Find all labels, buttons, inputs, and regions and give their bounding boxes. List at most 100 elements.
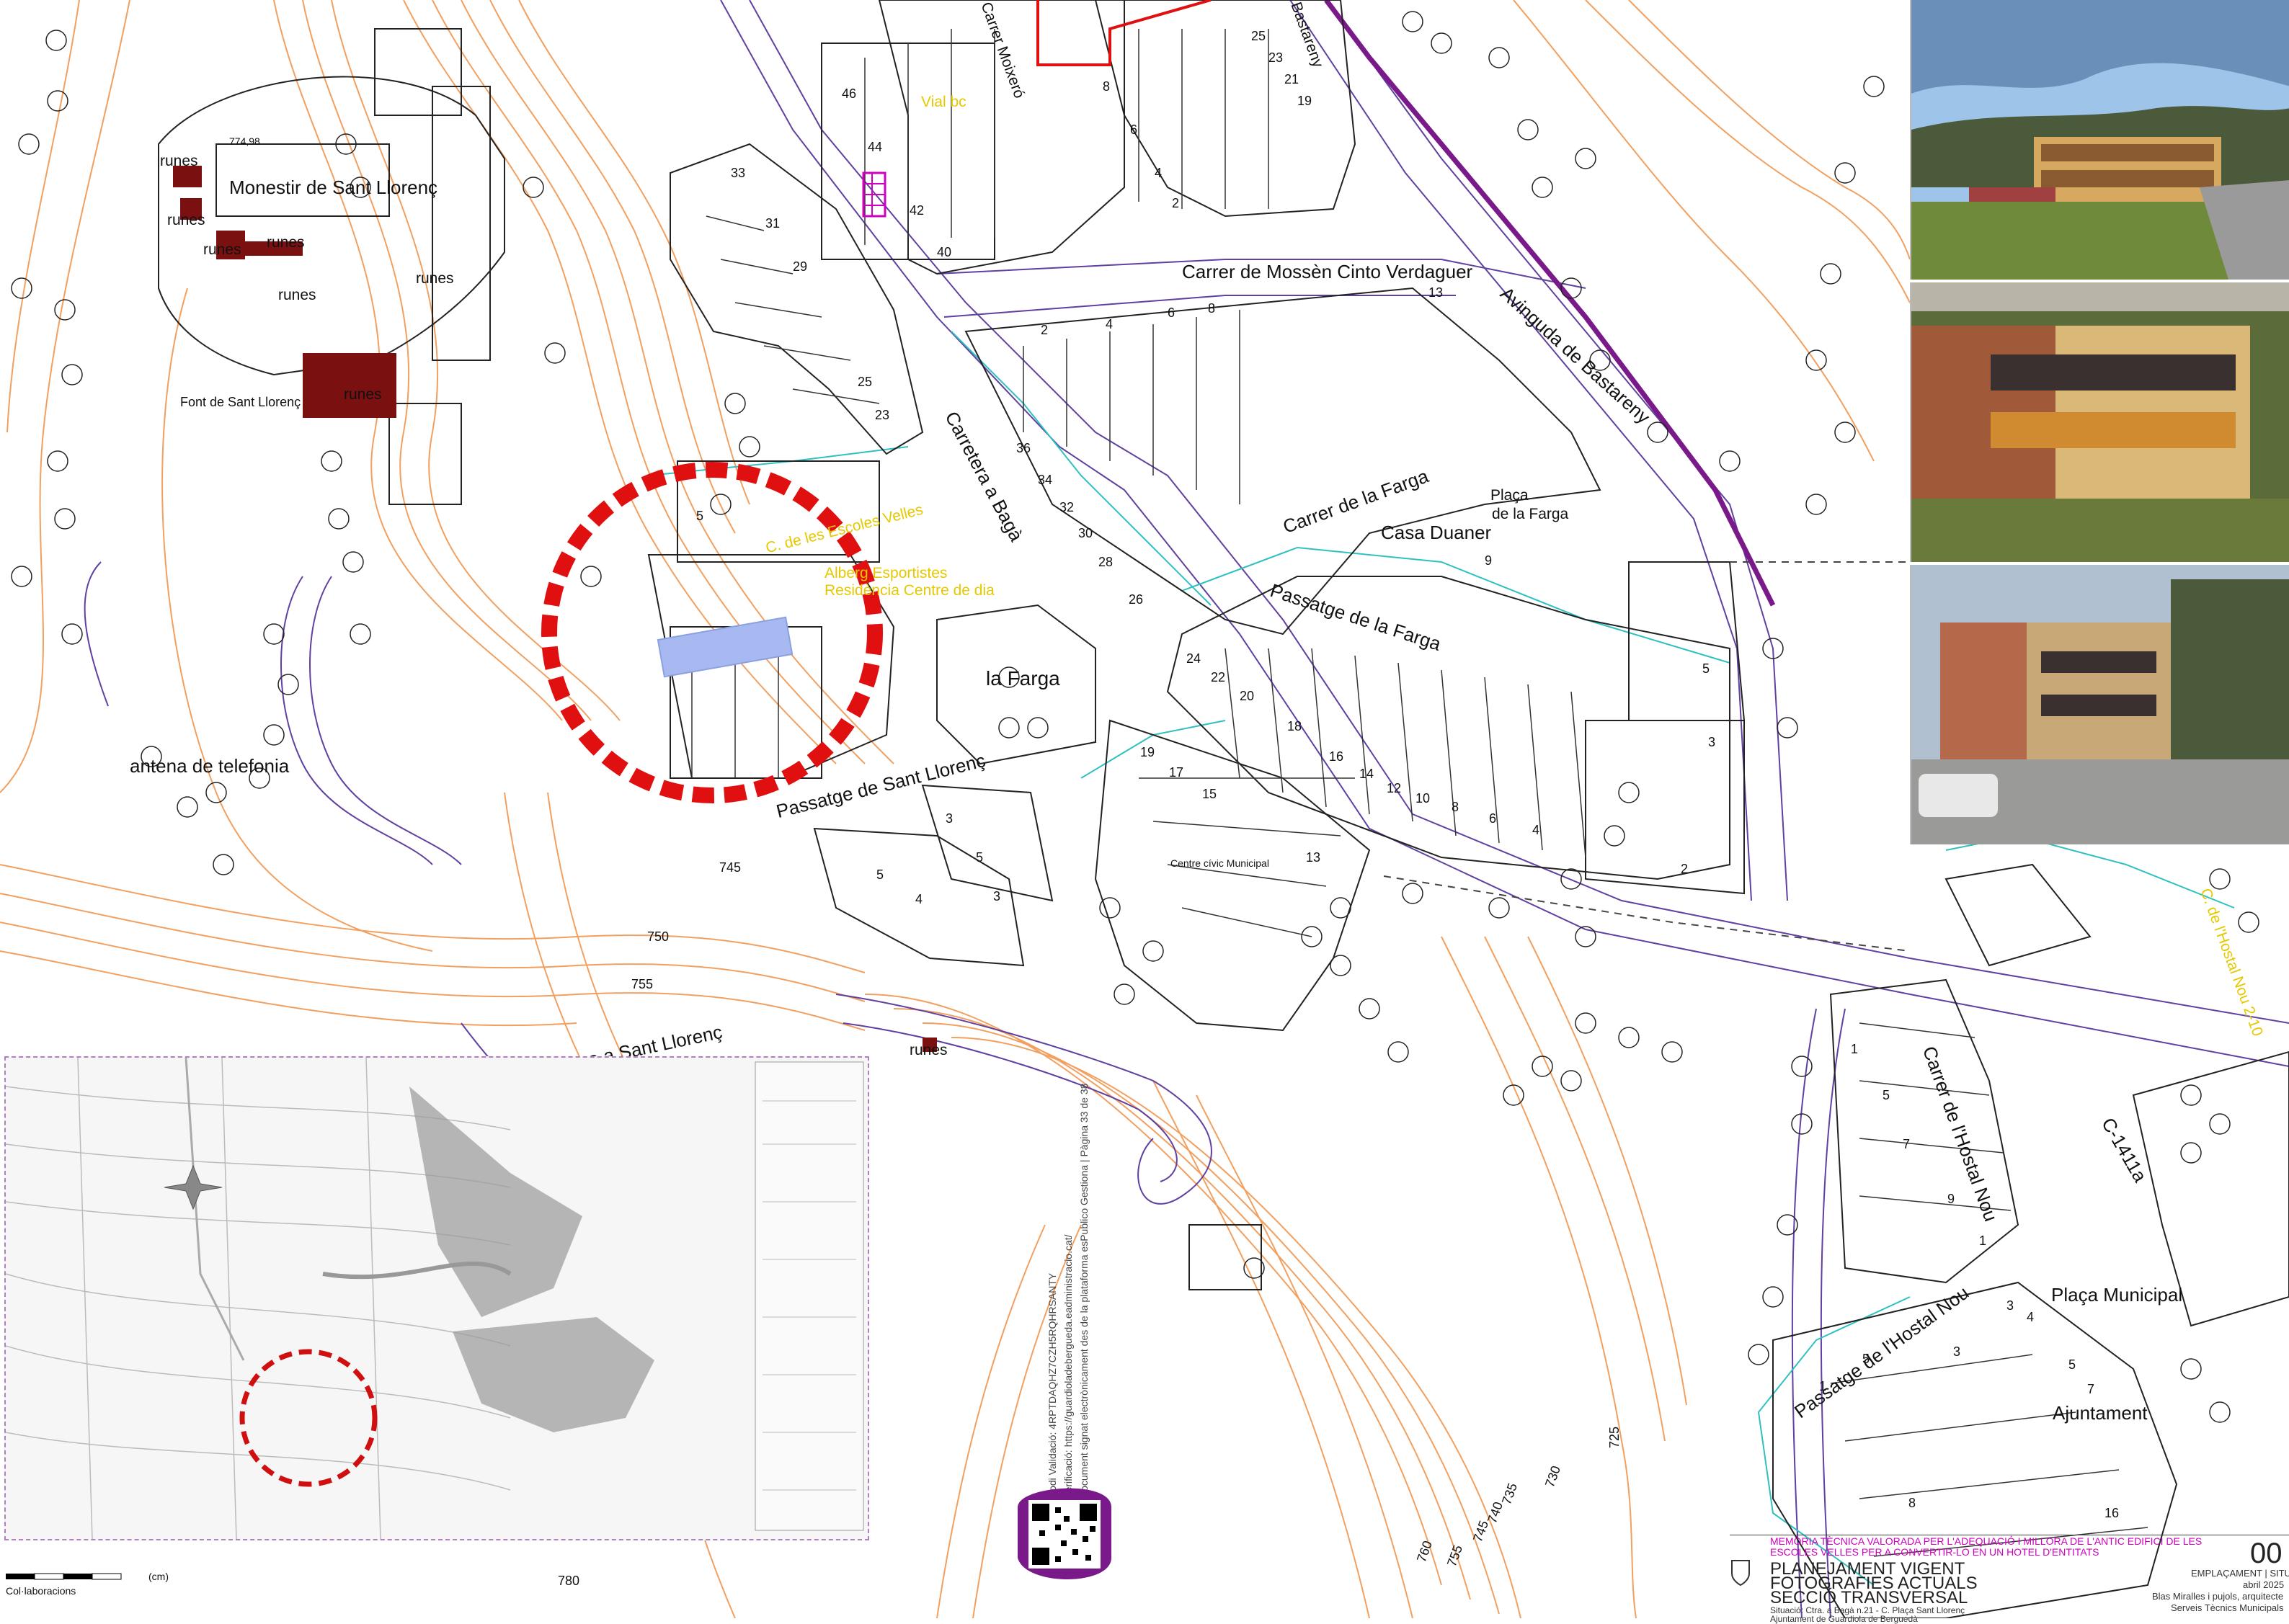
photo-school-rear bbox=[1910, 565, 2289, 844]
label-placa-municipal: Plaça Municipal bbox=[2051, 1284, 2183, 1306]
seccio-title: SECCIÓ TRANSVERSAL bbox=[1770, 1588, 1968, 1607]
house-number: 3 bbox=[1708, 735, 1716, 749]
ajuntament-text: Ajuntament de Guardiola de Berguedà bbox=[1770, 1614, 1918, 1624]
label-centre-civic: Centre cívic Municipal bbox=[1170, 857, 1269, 869]
house-number: 33 bbox=[731, 166, 746, 180]
planejament-title: PLANEJAMENT VIGENT bbox=[1770, 1559, 1965, 1579]
house-number: 25 bbox=[1251, 29, 1266, 43]
label-ruins: runes bbox=[160, 153, 198, 169]
house-number: 8 bbox=[1452, 800, 1459, 814]
house-number: 42 bbox=[910, 203, 925, 218]
house-number: 34 bbox=[1038, 473, 1053, 487]
house-number: 5 bbox=[1702, 661, 1710, 676]
house-number: 22 bbox=[1211, 670, 1226, 684]
bastareny-wall bbox=[1324, 0, 1776, 607]
photo-school-side bbox=[1910, 282, 2289, 562]
house-number: 5 bbox=[696, 509, 704, 523]
house-number: 4 bbox=[1155, 166, 1163, 180]
label-placa-farga: de la Farga bbox=[1492, 506, 1569, 522]
scale-unit: (cm) bbox=[148, 1571, 169, 1582]
label-vial: Vial bc bbox=[921, 94, 966, 110]
label-ruins: runes bbox=[278, 287, 316, 303]
label-ruins: runes bbox=[344, 386, 382, 403]
house-number: 21 bbox=[1284, 72, 1299, 86]
parcel-lines bbox=[691, 29, 2148, 1557]
house-number: 4 bbox=[2027, 1310, 2035, 1324]
house-number: 1 bbox=[1851, 1042, 1859, 1056]
contour-label: 745 bbox=[719, 860, 742, 875]
fotografies-title: FOTOGRAFIES ACTUALS bbox=[1770, 1574, 1978, 1593]
label-casa-duaner: Casa Duaner bbox=[1381, 522, 1492, 543]
emplacament-text: EMPLAÇAMENT | SITUACIÓ bbox=[2191, 1568, 2289, 1579]
house-number: 6 bbox=[1130, 122, 1138, 137]
label-elevation: 774,98 bbox=[229, 135, 260, 147]
situacio-text: Situació: Ctra. a Bagà n.21 - C. Plaça S… bbox=[1770, 1605, 1965, 1615]
municipal-crest-icon bbox=[1731, 1560, 1750, 1587]
label-alberg: Residència Centre de dia bbox=[825, 582, 995, 599]
house-number: 5 bbox=[1883, 1088, 1890, 1102]
house-number: 16 bbox=[2104, 1506, 2120, 1520]
house-number: 19 bbox=[1140, 745, 1155, 759]
house-number: 30 bbox=[1078, 526, 1093, 540]
house-number: 5 bbox=[2068, 1357, 2076, 1372]
house-number: 15 bbox=[1202, 787, 1217, 801]
contour-label: 750 bbox=[647, 929, 670, 944]
house-number: 8 bbox=[1103, 79, 1111, 94]
label-antena: antena de telefonia bbox=[130, 755, 290, 777]
house-number: 2 bbox=[1041, 323, 1049, 337]
label-mossen-cinto: Carrer de Mossèn Cinto Verdaguer bbox=[1182, 261, 1473, 282]
building-blocks bbox=[158, 0, 2289, 1618]
house-number: 29 bbox=[793, 259, 808, 274]
qr-code-badge bbox=[1010, 1478, 1119, 1587]
label-ruins: runes bbox=[910, 1042, 948, 1058]
title-block: MEMÒRIA TÈCNICA VALORADA PER L'ADEQUACIÓ… bbox=[1730, 1535, 2289, 1624]
house-number: 6 bbox=[1168, 305, 1175, 320]
label-ruins: runes bbox=[416, 270, 454, 287]
house-number: 9 bbox=[1485, 553, 1493, 568]
house-number: 28 bbox=[1098, 555, 1114, 569]
memoria-title: MEMÒRIA TÈCNICA VALORADA PER L'ADEQUACIÓ… bbox=[1770, 1535, 2203, 1558]
contour-label: 725 bbox=[1607, 1426, 1622, 1448]
house-number: 16 bbox=[1329, 749, 1344, 764]
street-lines bbox=[84, 0, 2289, 1618]
house-number: 1 bbox=[1819, 1379, 1827, 1393]
school-building bbox=[657, 616, 794, 678]
house-number: 13 bbox=[1428, 285, 1444, 300]
compass-rose-icon bbox=[164, 1164, 223, 1210]
house-number: 24 bbox=[1186, 651, 1201, 666]
house-number: 4 bbox=[915, 892, 923, 906]
house-number: 3 bbox=[946, 811, 954, 826]
house-number: 8 bbox=[1908, 1496, 1916, 1510]
house-number: 40 bbox=[937, 245, 952, 259]
house-number: 6 bbox=[1489, 811, 1497, 826]
label-ruins: runes bbox=[203, 241, 241, 258]
house-number: 7 bbox=[1903, 1137, 1911, 1151]
house-number: 4 bbox=[1106, 317, 1114, 331]
house-number: 31 bbox=[765, 216, 781, 231]
house-number: 36 bbox=[1016, 441, 1031, 455]
ruins bbox=[173, 166, 937, 1052]
author-text: Blas Miralles i pujols, arquitecte bbox=[2152, 1591, 2284, 1602]
red-boundary bbox=[1036, 0, 1212, 66]
location-circle bbox=[541, 462, 883, 803]
house-number: 3 bbox=[993, 889, 1001, 904]
house-number: 23 bbox=[1268, 50, 1284, 65]
house-number: 44 bbox=[868, 140, 883, 154]
validation-url: Verificació: https://guardioladebergueda… bbox=[1062, 1234, 1074, 1499]
scale-bar bbox=[6, 1573, 122, 1580]
collaborations-label: Col·laboracions bbox=[6, 1585, 76, 1597]
house-number: 1 bbox=[1979, 1233, 1987, 1248]
house-number: 5 bbox=[1862, 1352, 1870, 1366]
label-alberg: Alberg Esportistes bbox=[825, 565, 948, 581]
house-number: 13 bbox=[1306, 850, 1321, 865]
label-ruins: runes bbox=[267, 234, 305, 251]
house-number: 3 bbox=[1953, 1344, 1961, 1359]
house-number: 2 bbox=[1172, 196, 1180, 210]
house-number: 26 bbox=[1129, 592, 1144, 607]
contour-lines bbox=[0, 0, 1911, 1618]
house-number: 8 bbox=[1208, 301, 1216, 316]
label-ajuntament: Ajuntament bbox=[2053, 1402, 2148, 1424]
house-number: 4 bbox=[1532, 823, 1540, 837]
house-number: 12 bbox=[1387, 781, 1402, 795]
